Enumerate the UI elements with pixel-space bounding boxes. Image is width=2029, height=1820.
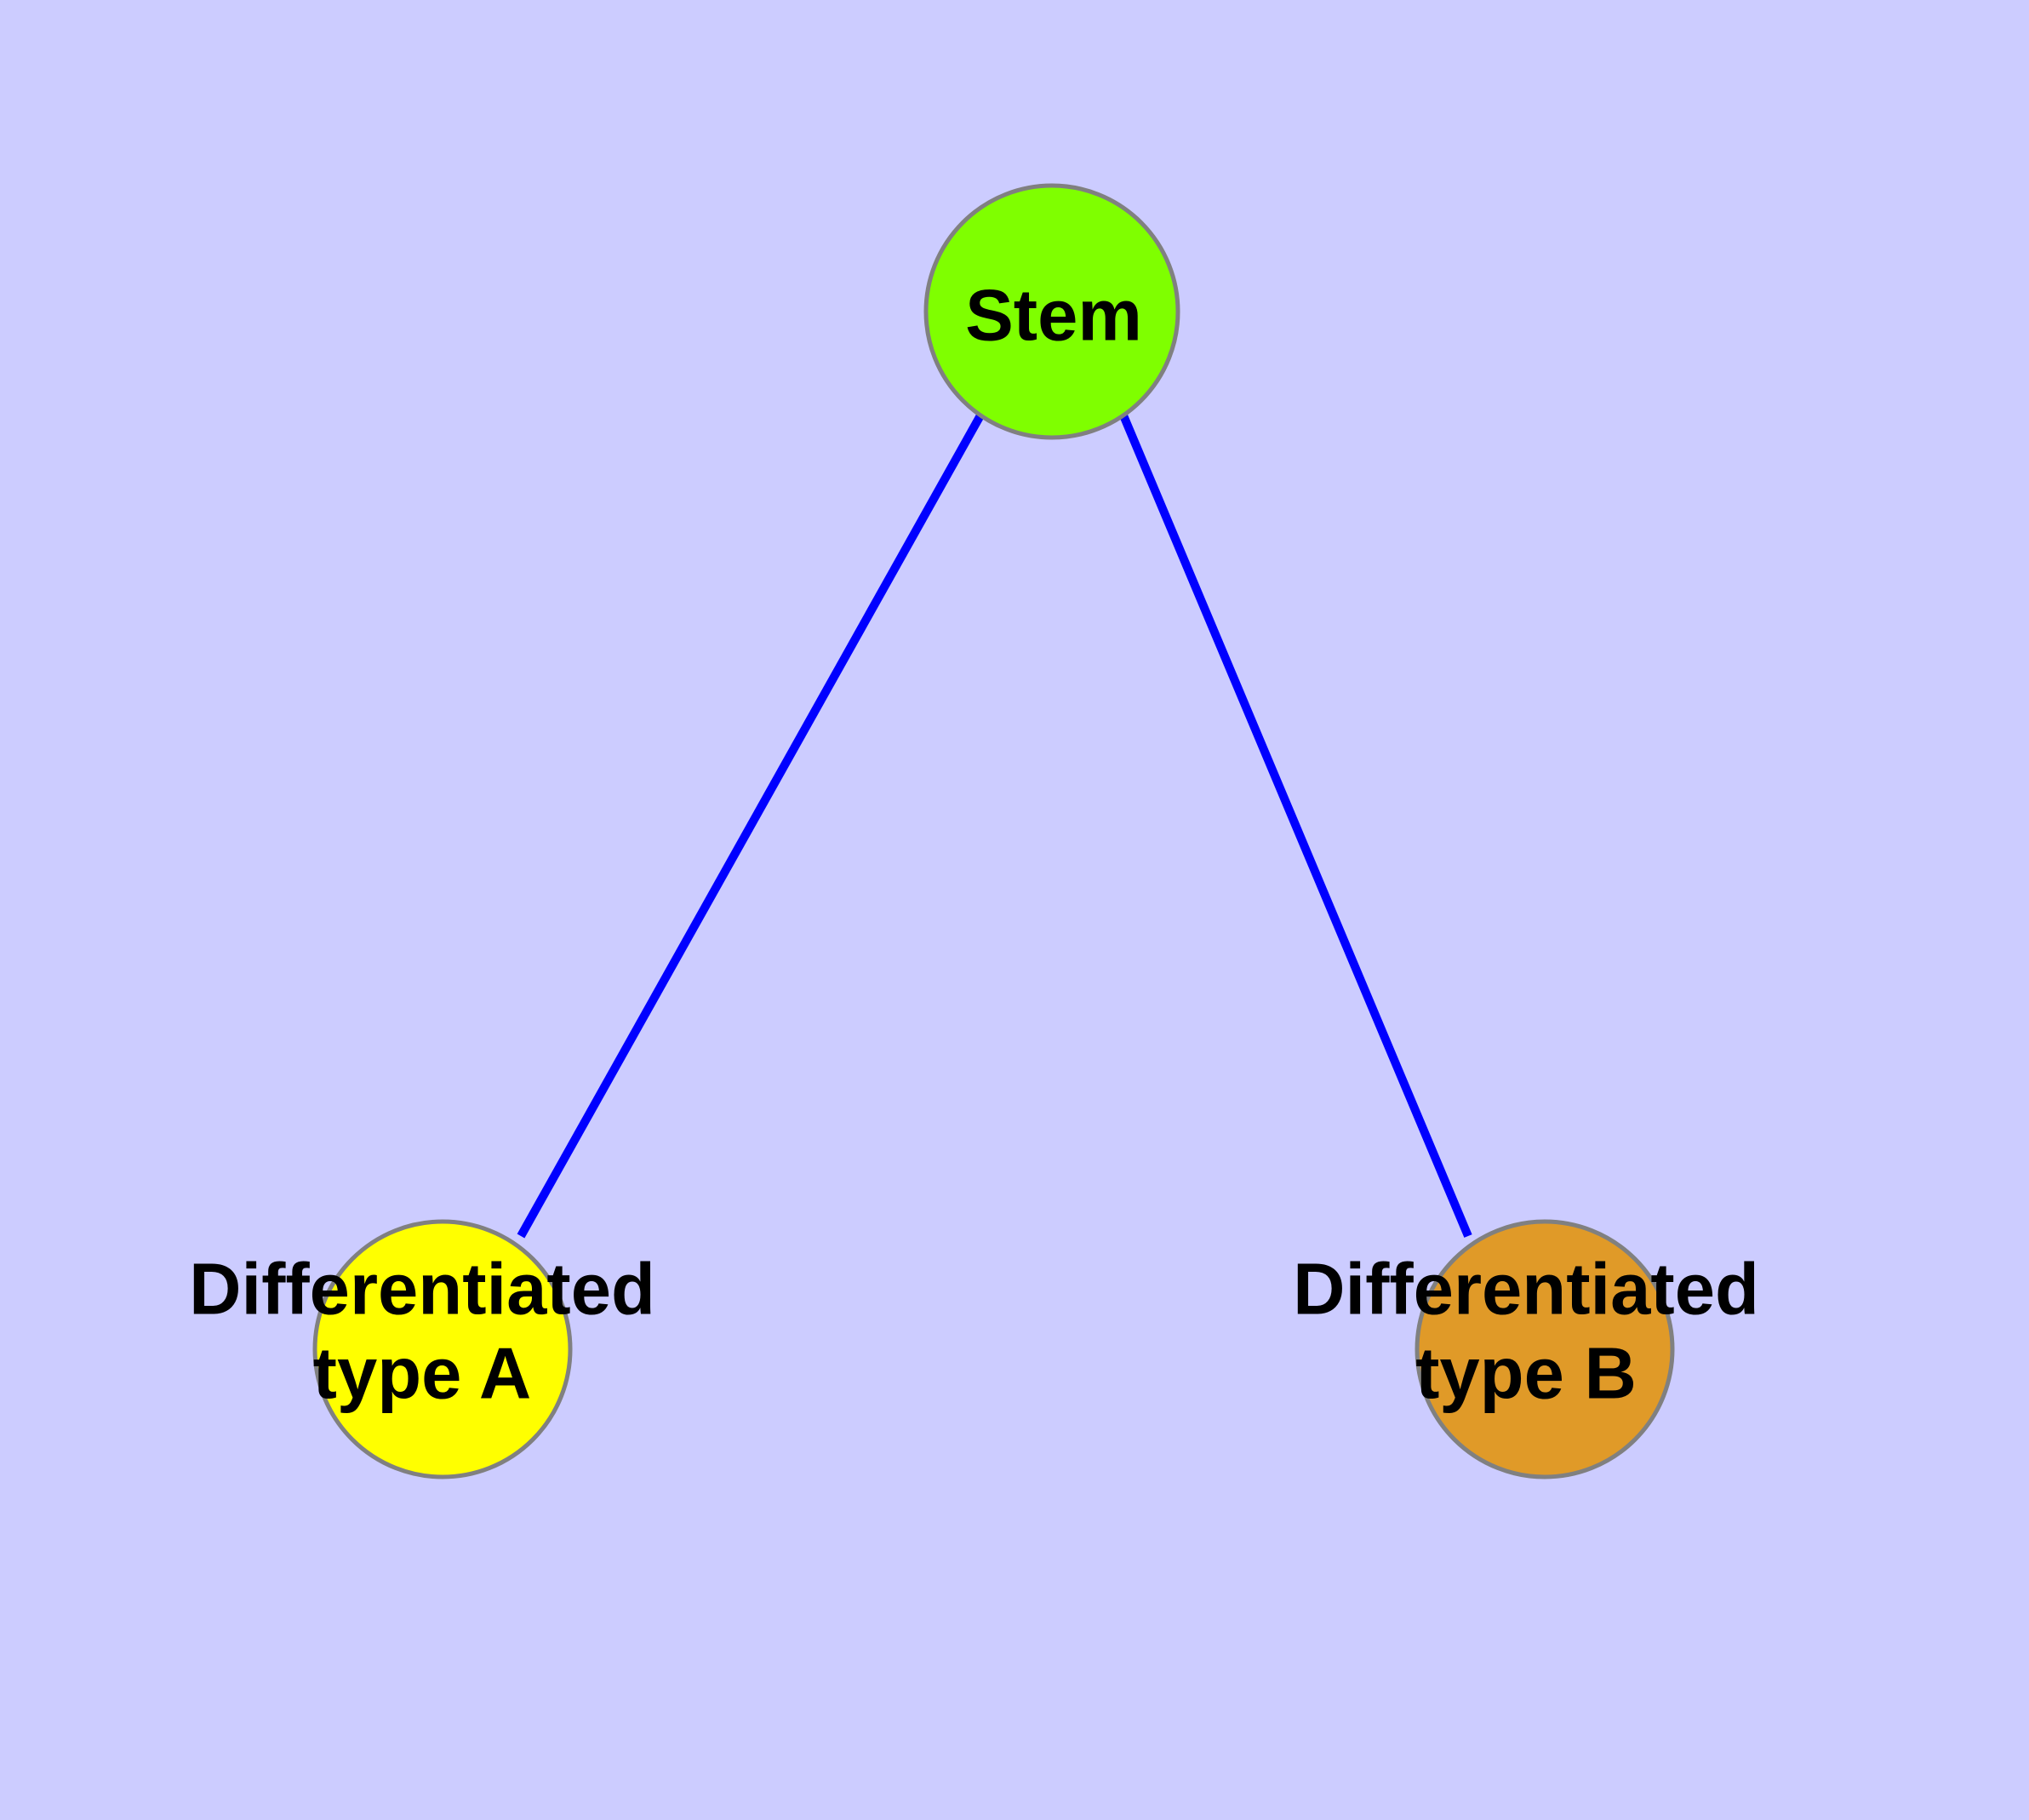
node-stem[interactable] bbox=[923, 183, 1180, 440]
node-diff-b[interactable] bbox=[1415, 1219, 1675, 1479]
edge-stem-to-diff-b bbox=[1119, 414, 1472, 1238]
node-diff-a[interactable] bbox=[312, 1219, 573, 1479]
edge-stem-to-diff-a bbox=[517, 413, 985, 1239]
node-layer bbox=[312, 183, 1675, 1479]
edge-layer bbox=[517, 413, 1472, 1239]
